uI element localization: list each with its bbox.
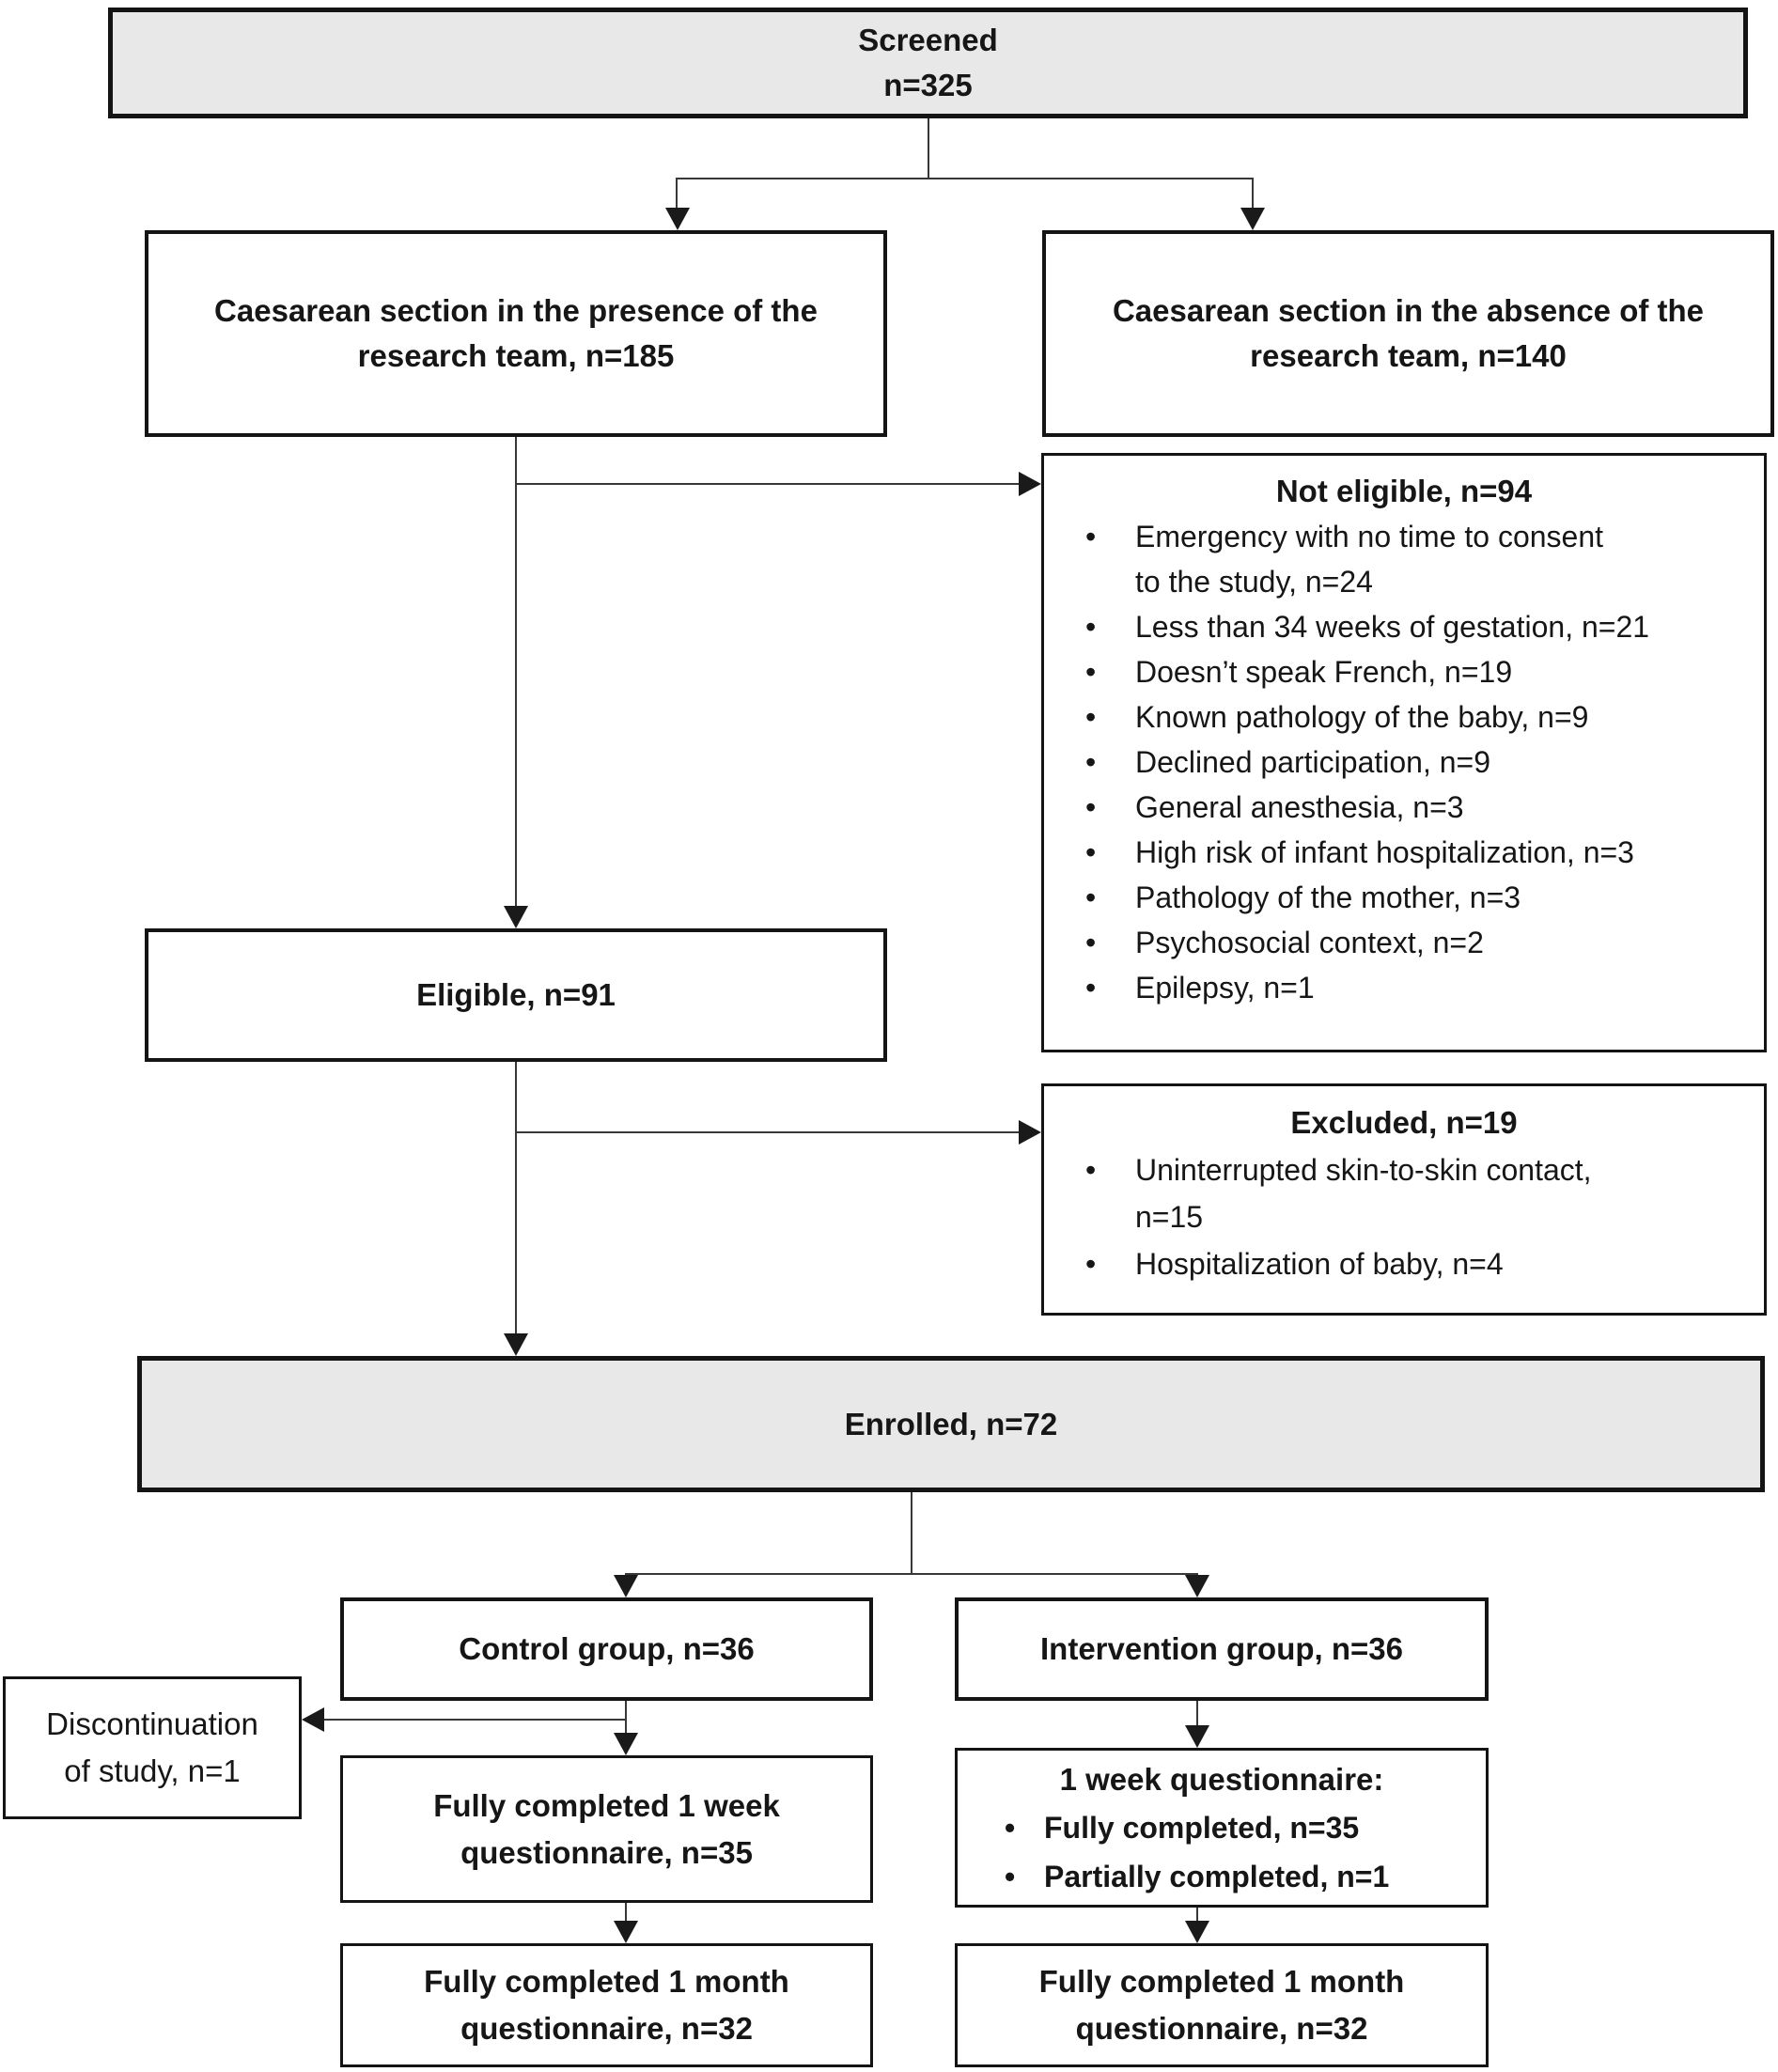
excluded-item: Hospitalization of baby, n=4 (1044, 1240, 1764, 1287)
enrolled-box: Enrolled, n=72 (137, 1356, 1765, 1492)
not-eligible-box: Not eligible, n=94 Emergency with no tim… (1041, 453, 1767, 1052)
connector-intervention-to-week1 (1196, 1701, 1198, 1729)
arrowhead-into-not-eligible (1019, 472, 1041, 496)
not-eligible-title: Not eligible, n=94 (1275, 474, 1533, 508)
arrowhead-into-enrolled (504, 1333, 528, 1356)
not-eligible-item: Known pathology of the baby, n=9 (1044, 694, 1764, 740)
week1-control-label: Fully completed 1 week questionnaire, n=… (433, 1787, 780, 1870)
connector-top-split (677, 178, 1254, 179)
week1-intervention-box: 1 week questionnaire: Fully completed, n… (955, 1748, 1489, 1908)
arrowhead-into-absence (1240, 208, 1265, 230)
arrowhead-into-control (614, 1575, 638, 1597)
screened-label: Screened (858, 23, 998, 57)
screened-box: Screened n=325 (108, 8, 1748, 118)
week1-control-box: Fully completed 1 week questionnaire, n=… (340, 1755, 873, 1903)
not-eligible-item: Psychosocial context, n=2 (1044, 920, 1764, 965)
arrowhead-into-excluded (1019, 1120, 1041, 1145)
not-eligible-item: Emergency with no time to consent to the… (1044, 514, 1632, 604)
month1-control-box: Fully completed 1 month questionnaire, n… (340, 1943, 873, 2067)
week1-intervention-title: 1 week questionnaire: (1059, 1762, 1384, 1797)
arrowhead-into-intervention (1185, 1575, 1209, 1597)
enrolled-label: Enrolled, n=72 (844, 1406, 1058, 1441)
connector-eligible-to-enrolled (515, 1062, 517, 1335)
connector-drop-presence (676, 178, 678, 210)
arrowhead-into-discontinuation (302, 1707, 324, 1732)
connector-enrolled-stub (911, 1492, 912, 1575)
month1-control-label: Fully completed 1 month questionnaire, n… (424, 1964, 789, 2046)
discontinuation-box: Discontinuation of study, n=1 (3, 1676, 302, 1819)
discontinuation-label: Discontinuation of study, n=1 (46, 1706, 258, 1788)
arrowhead-into-week1-control (614, 1733, 638, 1755)
week1-intervention-item: Fully completed, n=35 (958, 1803, 1486, 1852)
arrowhead-into-month1-intervention (1185, 1921, 1209, 1943)
presence-group-box: Caesarean section in the presence of the… (145, 230, 887, 437)
presence-group-label: Caesarean section in the presence of the… (214, 293, 818, 373)
connector-to-not-eligible (516, 483, 1021, 485)
connector-drop-absence (1252, 178, 1254, 210)
arrowhead-into-presence (665, 208, 690, 230)
connector-bottom-split (625, 1573, 1198, 1575)
absence-group-label: Caesarean section in the absence of the … (1112, 293, 1705, 373)
week1-intervention-item: Partially completed, n=1 (958, 1852, 1486, 1901)
excluded-title: Excluded, n=19 (1290, 1105, 1518, 1140)
arrowhead-into-eligible (504, 906, 528, 928)
excluded-list: Uninterrupted skin-to-skin contact, n=15… (1044, 1146, 1764, 1287)
not-eligible-item: Epilepsy, n=1 (1044, 965, 1764, 1010)
control-group-label: Control group, n=36 (459, 1631, 755, 1666)
connector-week1-to-month1-intervention (1196, 1908, 1198, 1924)
excluded-item: Uninterrupted skin-to-skin contact, n=15 (1044, 1146, 1637, 1240)
intervention-group-box: Intervention group, n=36 (955, 1597, 1489, 1701)
month1-intervention-label: Fully completed 1 month questionnaire, n… (1038, 1964, 1405, 2046)
connector-presence-to-eligible (515, 437, 517, 908)
connector-to-excluded (516, 1131, 1021, 1133)
not-eligible-item: High risk of infant hospitalization, n=3 (1044, 830, 1764, 875)
control-group-box: Control group, n=36 (340, 1597, 873, 1701)
connector-to-discontinuation (320, 1719, 627, 1721)
week1-intervention-list: Fully completed, n=35 Partially complete… (958, 1803, 1486, 1901)
screened-count: n=325 (883, 68, 973, 102)
arrowhead-into-month1-control (614, 1921, 638, 1943)
month1-intervention-box: Fully completed 1 month questionnaire, n… (955, 1943, 1489, 2067)
eligible-box: Eligible, n=91 (145, 928, 887, 1062)
not-eligible-list: Emergency with no time to consent to the… (1044, 514, 1764, 1010)
not-eligible-item: Doesn’t speak French, n=19 (1044, 649, 1764, 694)
absence-group-box: Caesarean section in the absence of the … (1042, 230, 1774, 437)
connector-week1-to-month1-control (625, 1903, 627, 1924)
eligible-label: Eligible, n=91 (416, 977, 616, 1012)
not-eligible-item: Pathology of the mother, n=3 (1044, 875, 1764, 920)
connector-screened-stub (928, 118, 929, 179)
excluded-box: Excluded, n=19 Uninterrupted skin-to-ski… (1041, 1083, 1767, 1316)
not-eligible-item: General anesthesia, n=3 (1044, 785, 1764, 830)
not-eligible-item: Declined participation, n=9 (1044, 740, 1764, 785)
not-eligible-item: Less than 34 weeks of gestation, n=21 (1044, 604, 1764, 649)
arrowhead-into-week1-intervention (1185, 1725, 1209, 1748)
intervention-group-label: Intervention group, n=36 (1040, 1631, 1403, 1666)
